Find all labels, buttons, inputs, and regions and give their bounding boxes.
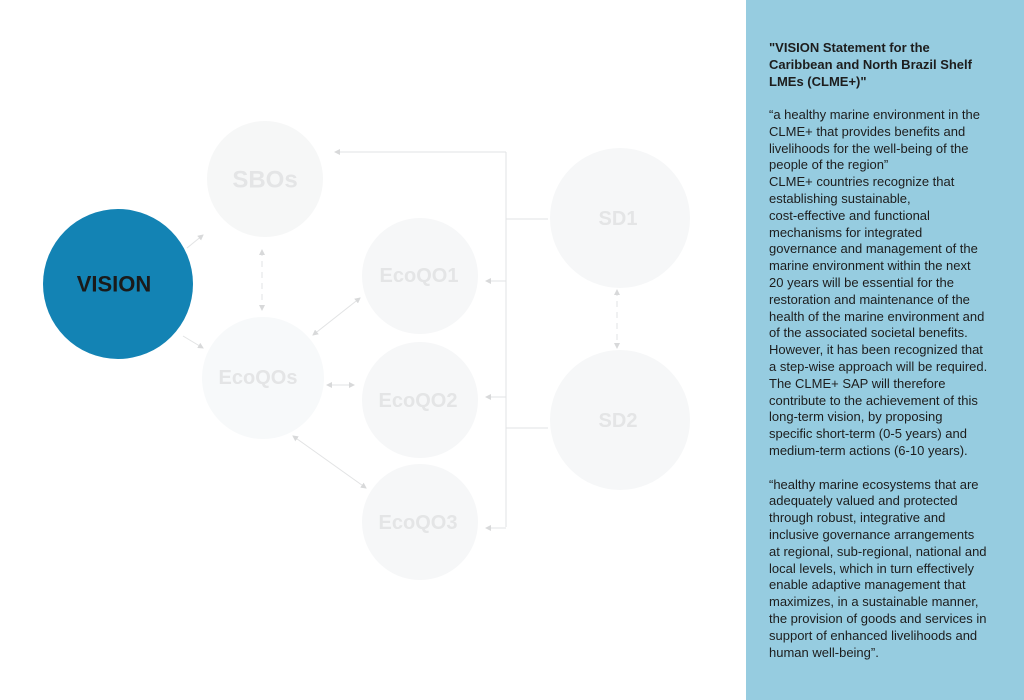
vision-diagram: SBOs EcoQOs EcoQO1 EcoQO2 EcoQO3 SD1 SD2… xyxy=(43,121,690,580)
node-label: EcoQO2 xyxy=(379,390,458,412)
node-label: SD1 xyxy=(599,208,638,230)
panel-body: “a healthy marine environment in the CLM… xyxy=(769,107,988,660)
node-label: SD2 xyxy=(599,410,638,432)
connectors xyxy=(182,149,620,531)
node-label: EcoQO1 xyxy=(380,265,459,287)
node-label: SBOs xyxy=(232,167,297,194)
arrow-vision-ecoqos xyxy=(182,335,204,349)
node-sd1: SD1 xyxy=(550,148,690,288)
arrow-ecoqos-ecoqo1 xyxy=(312,297,361,336)
arrow-vision-sbos xyxy=(186,234,204,249)
node-sd2: SD2 xyxy=(550,350,690,490)
arrow-ecoqos-ecoqo3 xyxy=(292,435,367,489)
node-vision: VISION xyxy=(43,209,193,359)
vision-statement-panel: "VISION Statement for the Caribbean and … xyxy=(746,0,1024,700)
panel-title: "VISION Statement for the Caribbean and … xyxy=(769,40,972,89)
node-label: EcoQOs xyxy=(219,367,298,389)
node-sbos: SBOs xyxy=(207,121,323,237)
node-ecoqo2: EcoQO2 xyxy=(362,342,478,458)
node-ecoqo1: EcoQO1 xyxy=(362,218,478,334)
node-label: VISION xyxy=(77,272,152,297)
node-ecoqos: EcoQOs xyxy=(202,317,324,439)
node-ecoqo3: EcoQO3 xyxy=(362,464,478,580)
node-label: EcoQO3 xyxy=(379,512,458,534)
